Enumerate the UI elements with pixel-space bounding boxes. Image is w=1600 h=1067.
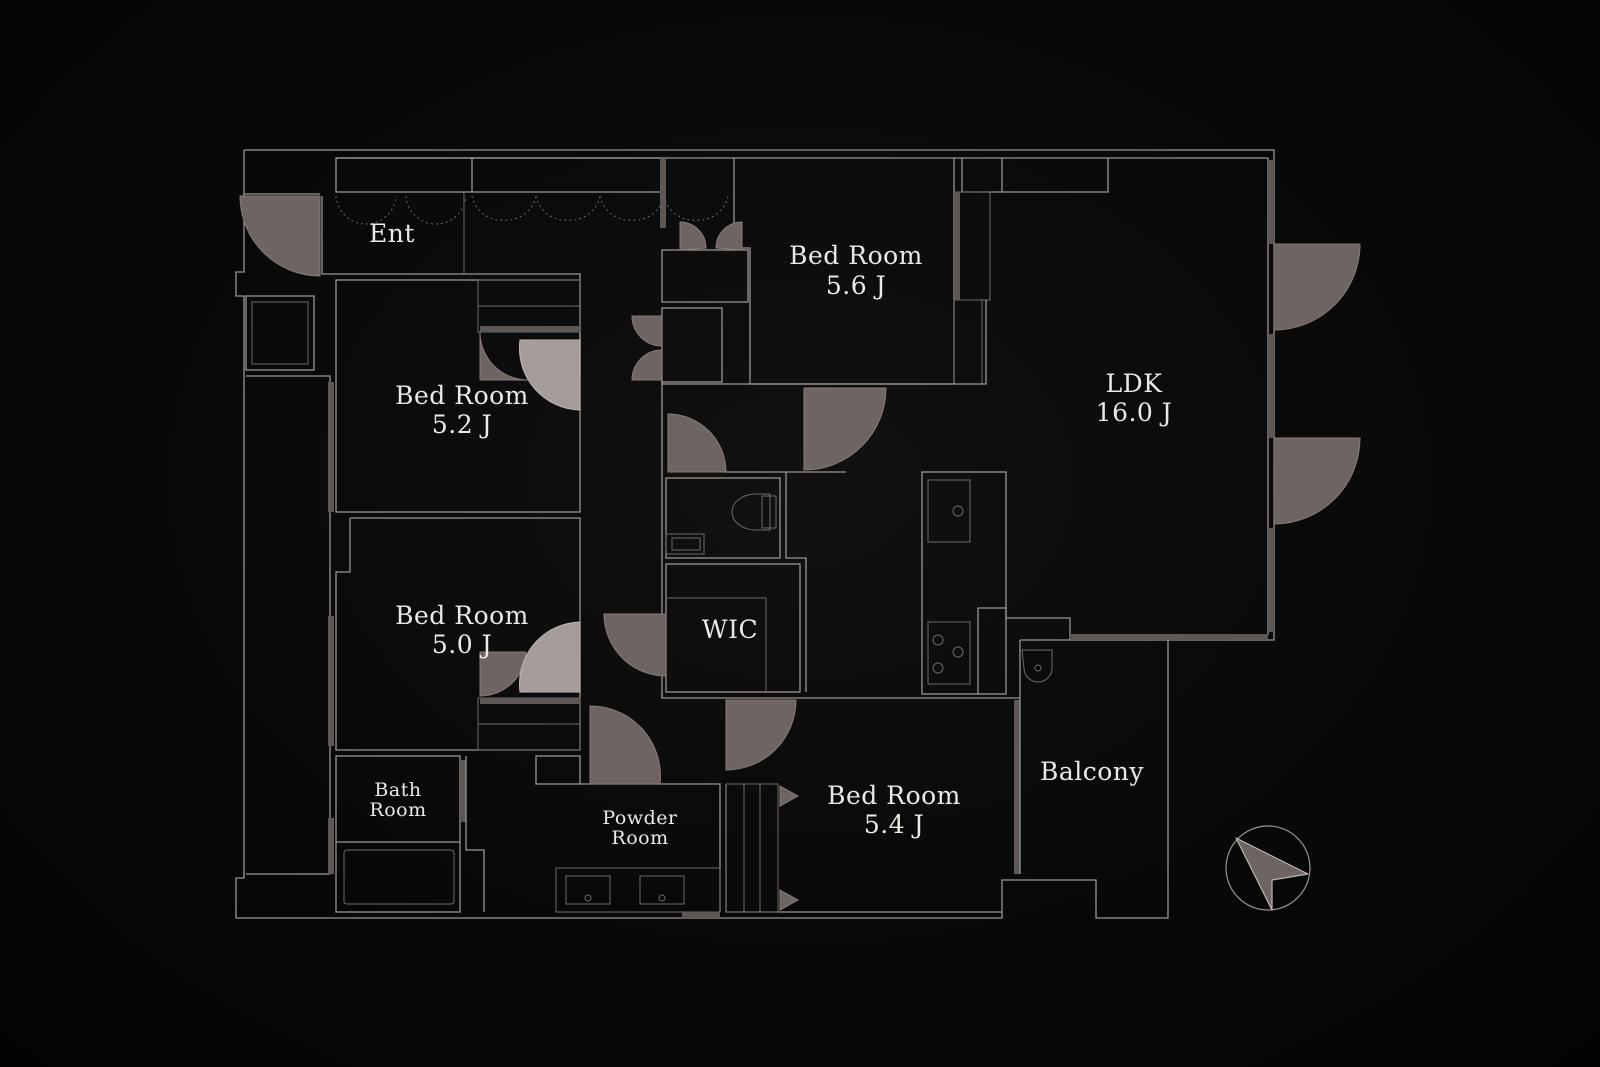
bedroom-upper-left-door <box>479 331 529 381</box>
entrance-door <box>239 195 321 277</box>
closet-door-center-side <box>631 315 663 381</box>
room-label-bedroom-lower-left: Bed Room <box>395 601 529 630</box>
bedroom-top-door <box>803 387 887 471</box>
toilet-door <box>667 413 727 473</box>
room-labels: Ent Bed Room 5.6 J Bed Room 5.2 J Bed Ro… <box>369 219 1172 849</box>
room-size-bedroom-bottom: 5.4 J <box>864 810 924 839</box>
room-size-bedroom-lower-left: 5.0 J <box>432 630 492 659</box>
bedroom-upper-left-closet-door <box>518 339 581 411</box>
powder-room-door <box>589 705 661 785</box>
room-label-bedroom-bottom: Bed Room <box>827 781 961 810</box>
room-label-bedroom-top: Bed Room <box>789 241 923 270</box>
kitchen <box>661 471 1071 699</box>
room-label-powder-line2: Room <box>611 827 668 849</box>
room-label-bath-line2: Room <box>369 799 426 821</box>
room-label-entrance: Ent <box>369 219 415 248</box>
room-size-ldk: 16.0 J <box>1096 398 1173 427</box>
room-size-bedroom-upper-left: 5.2 J <box>432 410 492 439</box>
room-label-balcony: Balcony <box>1040 757 1144 786</box>
bedroom-bottom-walls <box>725 700 1020 913</box>
ldk-door-upper <box>1273 243 1361 331</box>
bedroom-lower-left-walls <box>335 517 581 751</box>
wic-door <box>603 613 667 677</box>
room-label-ldk: LDK <box>1106 369 1164 398</box>
closet-door-center-top <box>679 221 743 251</box>
doors <box>239 195 1361 785</box>
toilet-wic-walls <box>665 471 846 693</box>
room-label-wic: WIC <box>702 615 758 644</box>
room-label-bath-line1: Bath <box>374 779 421 801</box>
north-arrow-icon <box>1225 825 1311 911</box>
ldk-windows <box>1070 160 1274 640</box>
bedroom-bottom-door <box>725 699 797 771</box>
room-label-powder-line1: Powder <box>602 807 678 829</box>
bedroom-lower-left-closet-door <box>518 621 581 693</box>
service-corridor <box>245 295 334 875</box>
room-label-bedroom-upper-left: Bed Room <box>395 381 529 410</box>
room-size-bedroom-top: 5.6 J <box>826 271 886 300</box>
ldk-door-lower <box>1273 437 1361 525</box>
